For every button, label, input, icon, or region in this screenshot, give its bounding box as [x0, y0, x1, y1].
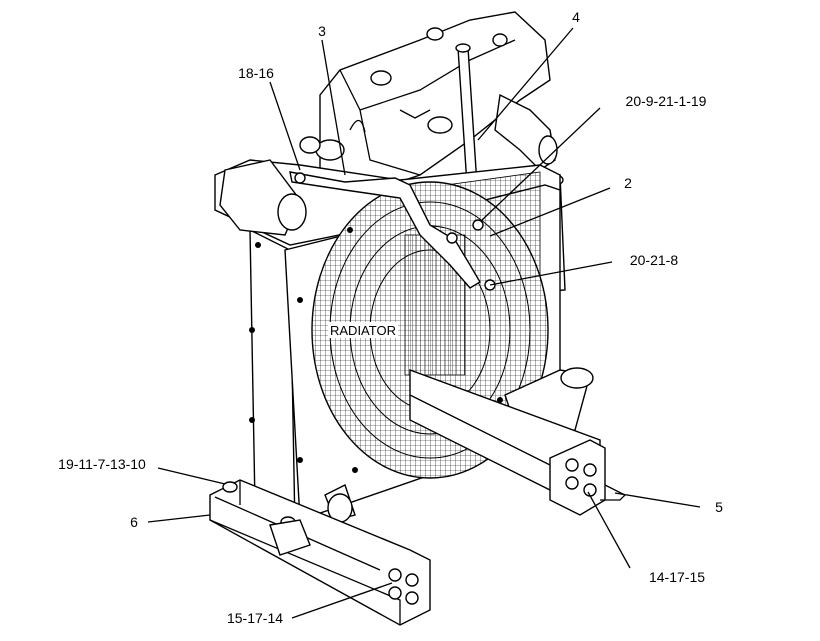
callout-14-17-15: 14-17-15: [649, 569, 705, 585]
callout-15-17-14: 15-17-14: [227, 610, 283, 626]
callout-3: 3: [318, 23, 326, 39]
callout-4: 4: [572, 9, 580, 25]
callout-5: 5: [715, 499, 723, 515]
right-mount-bracket: [549, 439, 627, 516]
radiator-label: RADIATOR: [330, 323, 396, 338]
callout-19-11-7-13-10: 19-11-7-13-10: [58, 456, 146, 472]
shroud-bolts: [249, 227, 503, 473]
radiator-label-bg: [328, 322, 398, 338]
leader-lines: [147, 27, 701, 619]
callout-18-16: 18-16: [238, 65, 274, 81]
callout-20-21-8: 20-21-8: [630, 252, 678, 268]
bracket-tube: [289, 171, 496, 291]
callout-20-9-21-1-19: 20-9-21-1-19: [626, 93, 707, 109]
callout-2: 2: [624, 175, 632, 191]
callout-6: 6: [130, 514, 138, 530]
